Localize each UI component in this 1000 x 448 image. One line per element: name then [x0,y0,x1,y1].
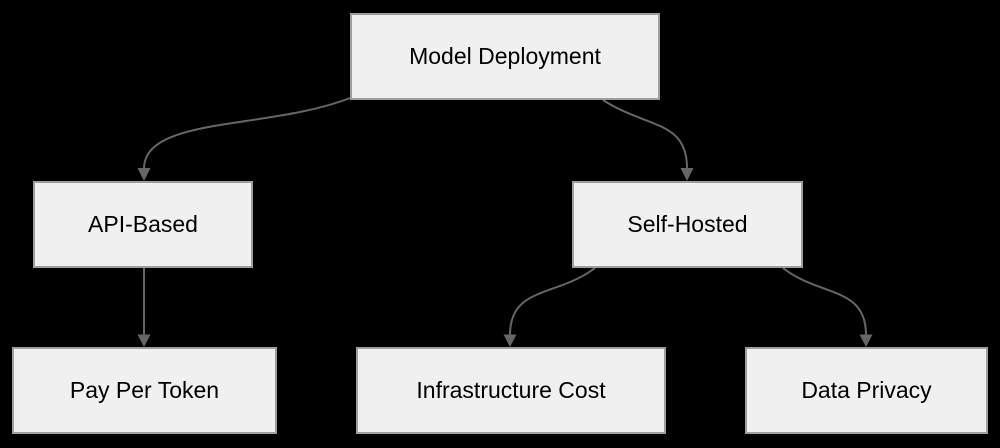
arrowhead-icon [680,168,694,181]
arrowhead-icon [137,334,151,347]
edge-model-deployment-to-api-based [137,97,351,181]
node-infrastructure-cost: Infrastructure Cost [356,347,666,434]
node-api-based-label: API-Based [88,210,198,237]
arrowhead-icon [137,168,151,181]
node-api-based: API-Based [33,181,253,268]
edge-api-based-to-pay-per-token [137,268,151,347]
node-pay-per-token-label: Pay Per Token [69,376,220,403]
arrowhead-icon [503,334,517,347]
edge-model-deployment-to-self-hosted [602,99,694,181]
node-data-privacy-label: Data Privacy [801,376,932,403]
node-infrastructure-cost-label: Infrastructure Cost [416,376,606,403]
node-model-deployment: Model Deployment [350,13,660,100]
node-data-privacy: Data Privacy [745,347,988,434]
arrowhead-icon [859,334,873,347]
node-self-hosted: Self-Hosted [572,181,803,268]
node-pay-per-token: Pay Per Token [12,347,277,434]
edge-self-hosted-to-infrastructure-cost [503,267,596,347]
node-self-hosted-label: Self-Hosted [627,210,748,237]
node-model-deployment-label: Model Deployment [409,42,601,69]
edge-self-hosted-to-data-privacy [782,267,873,347]
